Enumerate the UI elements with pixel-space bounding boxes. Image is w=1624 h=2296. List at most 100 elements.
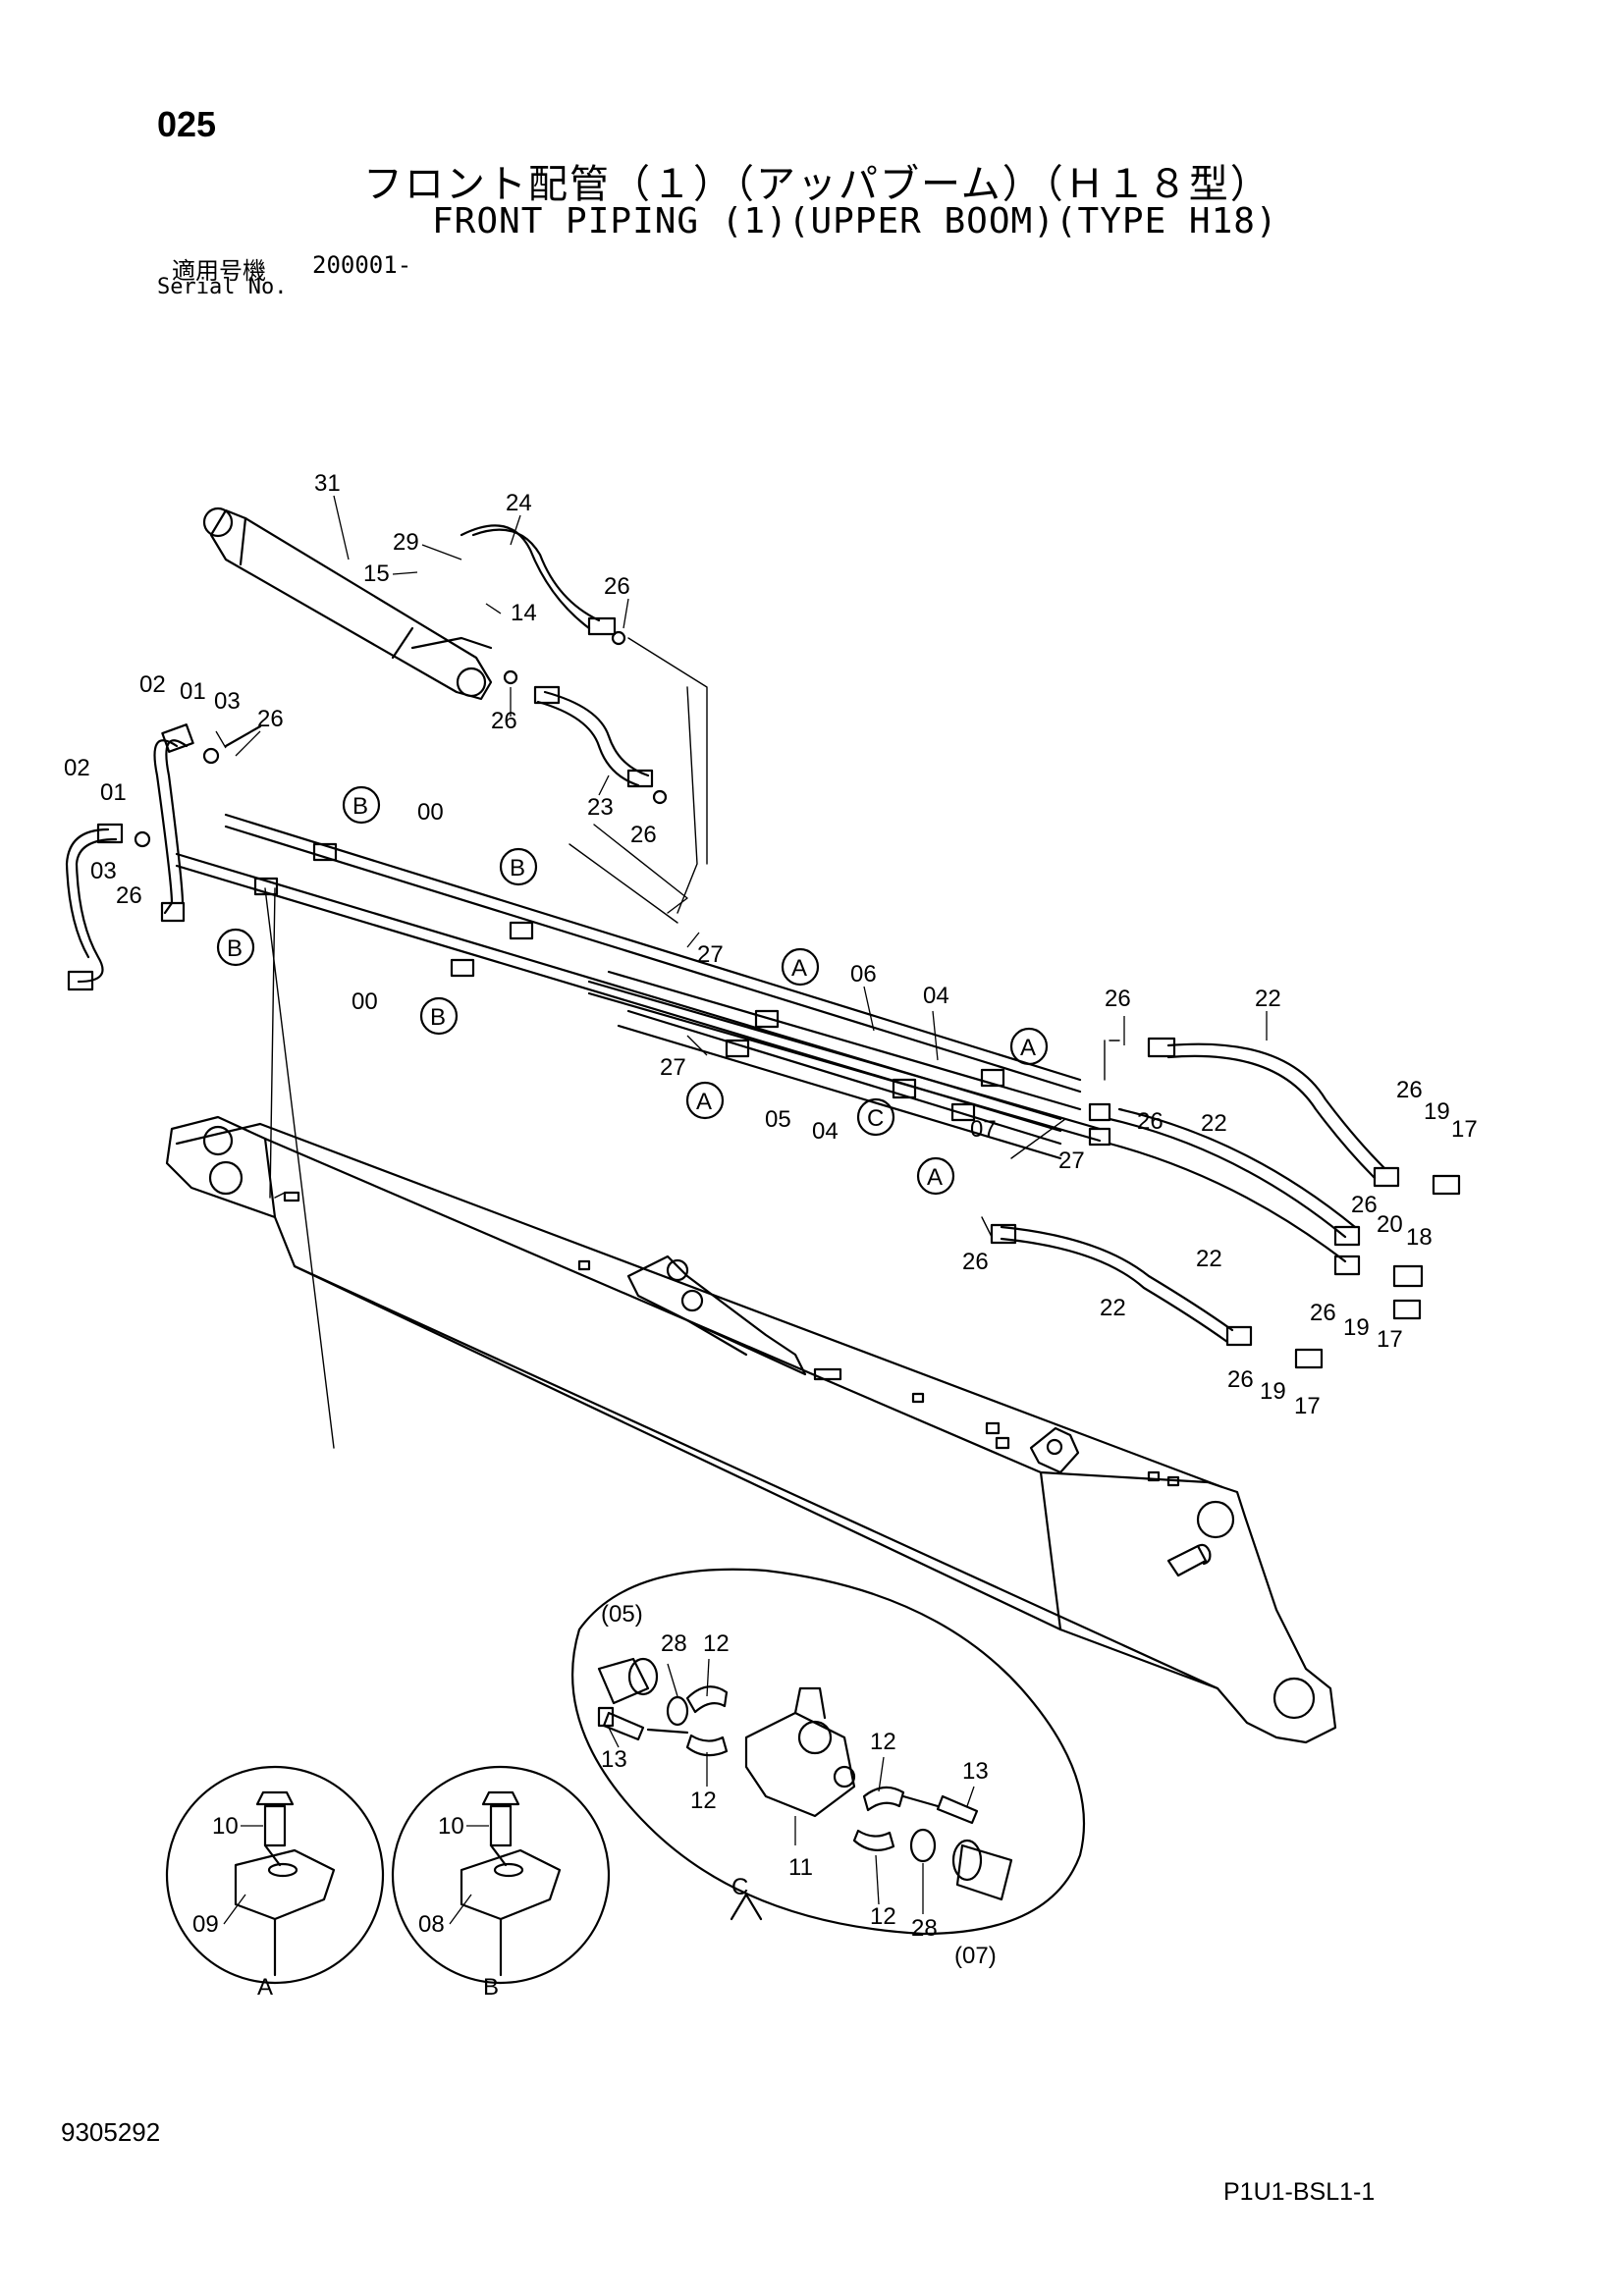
callout: 17 (1294, 1393, 1321, 1419)
callout: 13 (601, 1746, 627, 1773)
callout: 07 (970, 1116, 997, 1143)
marker-a4: A (927, 1164, 943, 1191)
callout: 03 (214, 688, 241, 715)
marker-b1: B (352, 793, 368, 820)
callout: 18 (1406, 1224, 1433, 1251)
callout: 08 (418, 1911, 445, 1938)
callout: 17 (1451, 1116, 1478, 1143)
callout: 22 (1196, 1246, 1222, 1272)
callout: 20 (1377, 1211, 1403, 1238)
callout: 19 (1424, 1098, 1450, 1125)
marker-b4: B (430, 1004, 446, 1031)
detail-b-outline (391, 1765, 611, 1985)
callout-labels: 31 24 29 15 14 26 26 02 01 03 26 02 01 0… (64, 470, 1478, 1969)
detail-label-b: B (483, 1974, 499, 2001)
leader-lines (264, 637, 1120, 1449)
callout: 14 (511, 600, 537, 626)
serial-value: 200001- (312, 251, 412, 279)
callout: 04 (812, 1118, 839, 1145)
callout: 28 (661, 1630, 687, 1657)
detail-a-outline (165, 1765, 385, 1985)
upper-hoses (460, 524, 668, 805)
callout: 29 (393, 529, 419, 556)
callout: (05) (601, 1601, 643, 1628)
detail-c-outline (571, 1568, 1086, 1936)
detail-label-a: A (257, 1974, 273, 2001)
callout: 01 (100, 779, 127, 806)
callout: 01 (180, 678, 206, 705)
left-hoses (65, 723, 262, 991)
callout-leaders (215, 495, 1268, 1925)
callout: 04 (923, 983, 949, 1009)
callout: 26 (257, 706, 284, 732)
callout: 26 (491, 708, 517, 734)
callout: 23 (587, 794, 614, 821)
detail-labels: A B C (257, 1874, 748, 2001)
page-code: P1U1-BSL1-1 (1223, 2178, 1376, 2206)
page-number: 025 (157, 104, 217, 144)
callout: 12 (690, 1788, 717, 1814)
callout: 26 (962, 1249, 989, 1275)
marker-c1: C (867, 1105, 884, 1132)
marker-a2: A (1020, 1035, 1036, 1061)
detail-c-parts (597, 1657, 1013, 1901)
marker-a1: A (791, 955, 807, 982)
callout: 26 (630, 822, 657, 848)
pipe-clamps (253, 842, 1005, 1122)
boom-body (165, 1115, 1337, 1744)
callout: 17 (1377, 1326, 1403, 1353)
boom-cylinder (202, 507, 493, 701)
callout: 11 (788, 1854, 813, 1881)
document-number: 9305292 (61, 2117, 161, 2147)
callout: 27 (1058, 1148, 1085, 1174)
serial-label-japanese: 適用号機 (172, 257, 266, 285)
callout: 12 (870, 1903, 896, 1930)
callout: 26 (604, 573, 630, 600)
callout: 06 (850, 961, 877, 988)
callout: 19 (1343, 1314, 1370, 1341)
callout: 24 (506, 490, 532, 516)
callout: 22 (1100, 1295, 1126, 1321)
callout: 19 (1260, 1378, 1286, 1405)
callout: 10 (212, 1813, 239, 1840)
callout: 22 (1255, 986, 1281, 1012)
marker-b2: B (510, 855, 525, 881)
callout: 26 (1105, 986, 1131, 1012)
callout: 26 (1351, 1192, 1378, 1218)
marker-letters: B B B B A A A A C (227, 793, 1036, 1191)
detail-b-parts (460, 1790, 562, 1977)
callout: 26 (1227, 1366, 1254, 1393)
callout: 03 (90, 858, 117, 884)
main-pipes (175, 813, 1102, 1160)
callout: 13 (962, 1758, 989, 1785)
callout: 12 (703, 1630, 730, 1657)
callout: 00 (417, 799, 444, 826)
right-hoses (990, 1037, 1461, 1369)
callout: (07) (954, 1943, 997, 1969)
callout: 02 (139, 671, 166, 698)
callout: 28 (911, 1915, 938, 1942)
marker-circles (216, 785, 1049, 1196)
callout: 26 (1396, 1077, 1423, 1103)
detail-label-c: C (731, 1874, 748, 1900)
callout: 00 (352, 988, 378, 1015)
title-english: FRONT PIPING (1)(UPPER BOOM)(TYPE H18) (432, 201, 1278, 241)
callout: 27 (697, 941, 724, 968)
marker-a3: A (696, 1089, 712, 1115)
callout: 31 (314, 470, 341, 497)
serial-label-english: Serial No. (157, 275, 288, 299)
callout: 26 (1310, 1300, 1336, 1326)
callout: 27 (660, 1054, 686, 1081)
title-japanese: フロント配管（１）（アッパブーム）（Ｈ１８型） (363, 162, 1272, 207)
marker-b3: B (227, 935, 243, 962)
callout: 05 (765, 1106, 791, 1133)
callout: 22 (1201, 1110, 1227, 1137)
callout: 12 (870, 1729, 896, 1755)
callout: 26 (116, 882, 142, 909)
callout: 26 (1137, 1108, 1164, 1135)
callout: 15 (363, 561, 390, 587)
callout: 10 (438, 1813, 464, 1840)
callout: 09 (192, 1911, 219, 1938)
detail-a-parts (234, 1790, 336, 1977)
